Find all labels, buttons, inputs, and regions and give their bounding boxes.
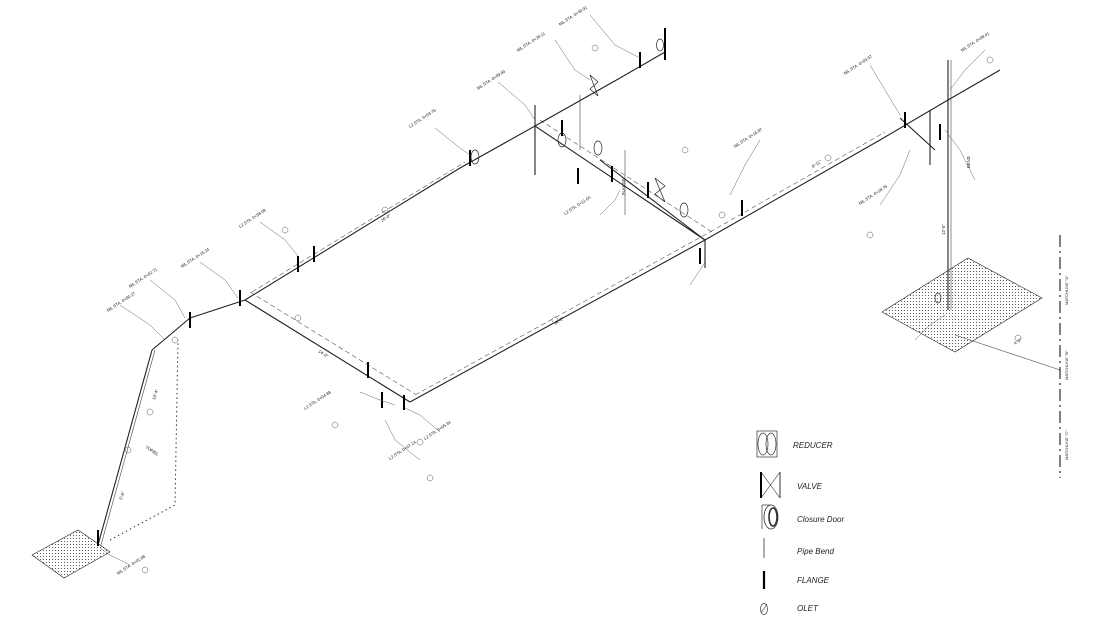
callout: NIL STA. 0+16.87 bbox=[733, 126, 764, 148]
callout: L2 STA. 0+05.34 bbox=[423, 419, 452, 441]
dimension: 8'-11" bbox=[811, 159, 823, 169]
callout: NIL STA. 0+08.41 bbox=[960, 30, 991, 52]
callout: NIL STA. 0+09.83 bbox=[476, 68, 507, 90]
callout: L2 STA. 0+38.09 bbox=[238, 207, 267, 229]
callout: NIL STA. 0+01.08 bbox=[116, 553, 147, 575]
callout: L2 STA. 0+53.76 bbox=[408, 107, 437, 129]
matchline-label: MATCHLINE "C" bbox=[1064, 430, 1069, 460]
callout: NIL STA. 0+15.24 bbox=[180, 246, 211, 268]
olet-icon bbox=[760, 603, 768, 615]
callout: NIL STA. 0+00.27 bbox=[106, 290, 137, 312]
callout: L2 STA. 0+07.14 bbox=[388, 439, 417, 461]
flanges bbox=[97, 28, 941, 546]
matchline: MATCHLINE "A" MATCHLINE "B" MATCHLINE "C… bbox=[1059, 235, 1069, 478]
callout: NIL STA. 0+40.91 bbox=[558, 4, 589, 26]
matchline-label: MATCHLINE "B" bbox=[1064, 350, 1069, 380]
legend-label-olet: OLET bbox=[797, 604, 819, 613]
legend-label-flange: FLANGE bbox=[797, 576, 830, 585]
tag: BEND bbox=[966, 156, 971, 168]
callout: NIL STA. 0+18.75 bbox=[858, 183, 889, 205]
legend-label-valve: VALVE bbox=[797, 482, 823, 491]
dimension: 26'-0" bbox=[380, 213, 392, 223]
legend-label-reducer: REDUCER bbox=[793, 441, 833, 450]
pipe-runs bbox=[97, 51, 1061, 546]
callout: L2 STA. 0+11.04 bbox=[563, 194, 592, 215]
legend: REDUCER VALVE Closure Door Pipe Bend FLA… bbox=[756, 430, 844, 615]
station-callouts: NIL STA. 0+00.27 NIL STA. 0+02.71 NIL ST… bbox=[106, 4, 991, 575]
callout: L2 STA. 0+04.88 bbox=[303, 389, 332, 411]
callout: NIL STA. 0+28.11 bbox=[516, 31, 547, 53]
valve-icon bbox=[760, 471, 781, 499]
dimension: 5'-6" bbox=[118, 490, 125, 500]
ground-pad-right bbox=[881, 257, 1043, 353]
matchline-label: MATCHLINE "A" bbox=[1064, 275, 1069, 305]
callout: NIL STA. 0+02.71 bbox=[128, 266, 159, 288]
inline-fittings bbox=[470, 38, 942, 304]
callout: NIL STA. 0+03.57 bbox=[843, 53, 874, 75]
reducer-icon bbox=[756, 430, 778, 458]
tag: TOP/EL bbox=[144, 445, 160, 458]
tag: FLANGE bbox=[621, 178, 626, 195]
dimension: 4'-2" bbox=[1013, 337, 1023, 346]
leaders bbox=[99, 14, 986, 566]
legend-label-closure-door: Closure Door bbox=[797, 515, 844, 524]
legend-label-pipe-bend: Pipe Bend bbox=[797, 547, 834, 556]
bubble-markers bbox=[124, 44, 1022, 574]
closure-door-icon bbox=[761, 504, 779, 530]
dimension: 14'-0" bbox=[317, 349, 329, 359]
dimension: 34'-2" bbox=[553, 316, 565, 326]
dimension: 12'-0" bbox=[941, 224, 946, 235]
ground-pad-left bbox=[31, 529, 111, 579]
dimension: 10'-4" bbox=[151, 388, 159, 400]
